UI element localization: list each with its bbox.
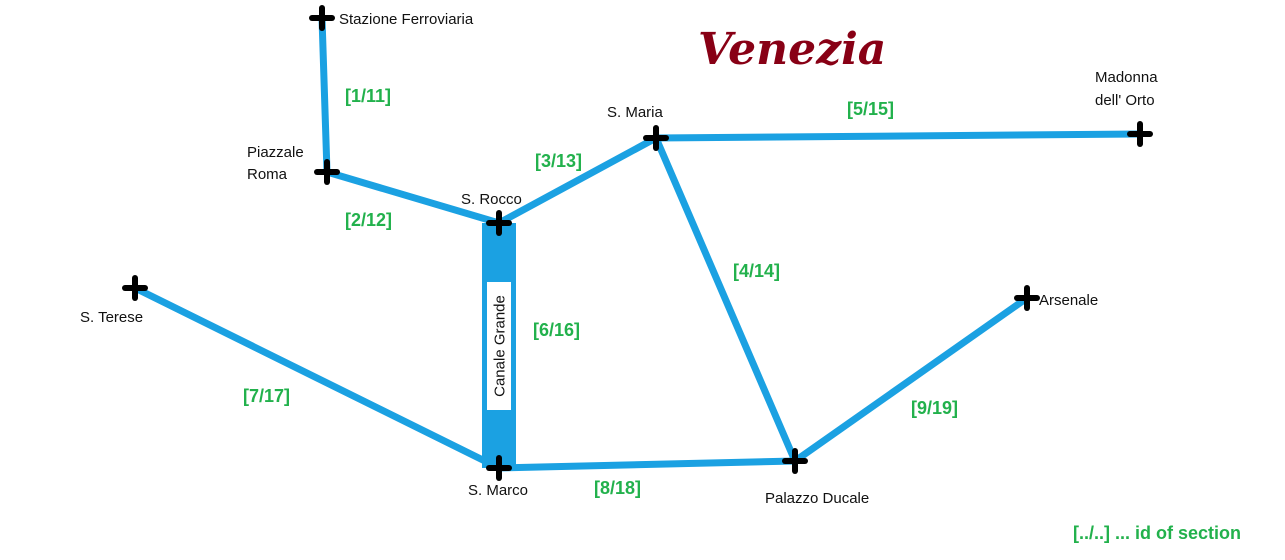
section-id-label: [9/19] [911, 398, 958, 418]
node-marker-piazzale[interactable] [314, 159, 340, 185]
node-marker-maria[interactable] [643, 125, 669, 151]
canal-label: Canale Grande [492, 295, 509, 397]
section-id-label: [1/11] [345, 86, 391, 106]
edge-ducale-arsenale [791, 294, 1031, 465]
node-label-ducale: Palazzo Ducale [765, 490, 869, 507]
node-marker-ducale[interactable] [782, 448, 808, 474]
node-label-terese: S. Terese [80, 309, 143, 326]
node-marker-rocco[interactable] [486, 210, 512, 236]
node-label-marco: S. Marco [468, 482, 528, 499]
node-marker-arsenale[interactable] [1014, 285, 1040, 311]
node-marker-marco[interactable] [486, 455, 512, 481]
node-label-stazione: Stazione Ferroviaria [339, 11, 474, 28]
edge-terese-marco [131, 284, 503, 472]
section-id-label: [5/15] [847, 99, 894, 119]
node-label-maria: S. Maria [607, 104, 664, 121]
section-id-label: [3/13] [535, 151, 582, 171]
node-label-arsenale: Arsenale [1039, 292, 1098, 309]
edge-stazione-piazzale [318, 14, 331, 176]
legend-text: [../..] ... id of section [1073, 523, 1241, 543]
canal-label-box [487, 282, 511, 410]
section-id-label: [2/12] [345, 210, 392, 230]
edge-piazzale-rocco [323, 168, 503, 227]
node-marker-stazione[interactable] [309, 5, 335, 31]
section-id-label: [4/14] [733, 261, 780, 281]
edge-marco-ducale [495, 457, 799, 472]
section-id-label: [7/17] [243, 386, 290, 406]
node-marker-madonna[interactable] [1127, 121, 1153, 147]
edge-maria-ducale [652, 134, 799, 465]
edge-rocco-maria [495, 134, 660, 227]
edge-maria-madonna [652, 130, 1144, 142]
diagram-title: Venezia [698, 24, 886, 75]
node-label-rocco: S. Rocco [461, 191, 522, 208]
node-marker-terese[interactable] [122, 275, 148, 301]
section-id-label: [6/16] [533, 320, 580, 340]
section-id-label: [8/18] [594, 478, 641, 498]
